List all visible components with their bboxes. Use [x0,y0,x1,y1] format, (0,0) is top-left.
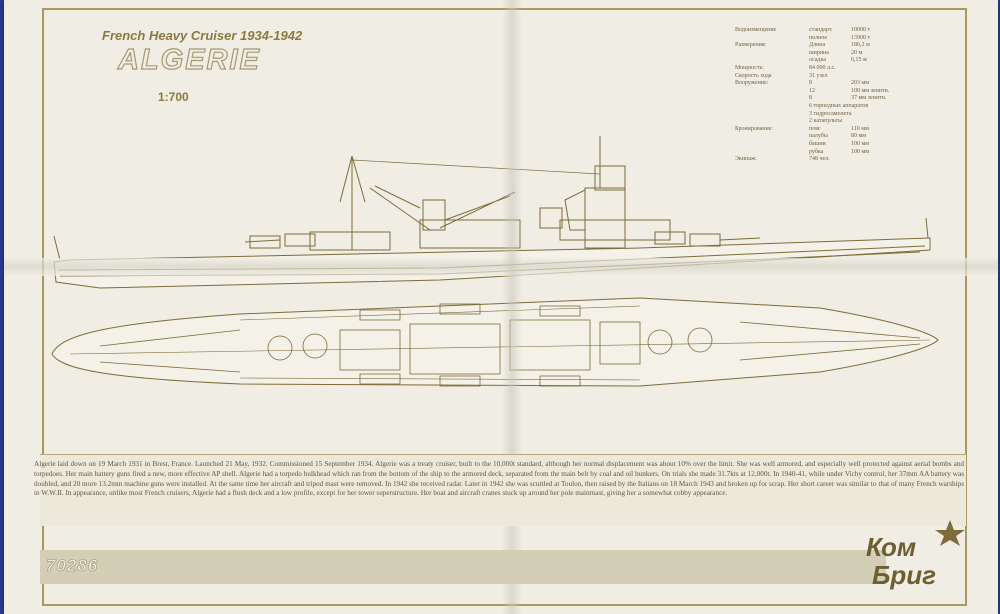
spec-sub: рубка [809,148,824,155]
kit-number: 70286 [46,556,99,576]
spec-value: 80 мм [851,133,867,140]
spec-sub: 2 катапульты [809,118,843,125]
spec-row: башни 100 мм [735,141,935,149]
spec-label: Вооружение: [735,80,769,87]
history-panel [40,454,966,526]
spec-label: Экипаж: [735,156,757,163]
spec-label: Бронирование: [735,125,774,132]
history-text: Algerie laid down on 19 March 1931 in Br… [34,460,964,498]
spec-sub: палубы [809,133,828,140]
ship-name-title: ALGERIE [117,43,261,76]
spec-label: Размерения: [735,42,767,49]
kombrig-logo: Ком Бриг [866,520,965,590]
scale-label: 1:700 [158,90,189,104]
spec-row: 6 торпедных аппаратов [735,103,935,111]
spec-row: полное 13900 т [735,35,935,43]
spec-sub: Длина [809,42,826,49]
spec-row: Размерения: Длина 186,2 м [735,42,935,50]
specifications-table: Водоизмещение стандарт. 10000 т полное 13900… [735,27,935,164]
spec-sub: 748 чел. [809,156,830,163]
spec-row: 2 катапульты [735,118,935,126]
paper-fold-horizontal [4,258,998,276]
spec-row: Водоизмещение стандарт. 10000 т [735,27,935,35]
spec-row: Экипаж: 748 чел. [735,156,935,164]
spec-value: 100 мм [851,148,870,155]
logo-top-text: Ком [866,532,916,562]
spec-sub: 8 [809,95,812,102]
spec-sub: 6 торпедных аппаратов [809,102,869,109]
footer-bar [40,550,886,584]
spec-value: 20 м [851,49,863,56]
spec-sub: полное [809,34,828,41]
spec-value: 203 мм [851,80,870,87]
spec-sub: 31 узел [809,72,828,79]
spec-label: Мощность: [735,64,764,71]
spec-label: Скорость хода [735,72,772,79]
spec-value: 100 мм [851,140,870,147]
spec-row: 3 гидросамолета [735,111,935,119]
spec-value: 110 мм [851,125,869,132]
plan-view [51,297,939,387]
ship-drawing [51,136,939,387]
spec-sub: 12 [809,87,815,94]
spec-sub: ширина [809,49,829,56]
star-icon [935,520,965,546]
spec-value: 186,2 м [851,42,870,49]
spec-label [735,95,809,103]
spec-label [735,88,809,96]
spec-row: ширина 20 м [735,50,935,58]
subtitle: French Heavy Cruiser 1934-1942 [102,28,303,43]
spec-label [735,57,809,65]
spec-sub: 3 гидросамолета [809,110,852,117]
spec-sub: 8 [809,80,812,87]
spec-value: 37 мм зенитн. [851,95,887,102]
spec-value: 100 мм зенитн. [851,87,890,94]
spec-sub: пояс [809,125,821,132]
spec-row: Бронирование: пояс 110 мм [735,126,935,134]
spec-label [735,35,809,43]
spec-row: 8 37 мм зенитн. [735,95,935,103]
logo-bottom-text: Бриг [872,560,936,590]
spec-label: Водоизмещение [735,27,777,33]
spec-row: Вооружение: 8 203 мм [735,80,935,88]
spec-row: осадка 6,15 м [735,57,935,65]
spec-value: 10000 т [851,27,871,33]
spec-row: 12 100 мм зенитн. [735,88,935,96]
spec-row: палубы 80 мм [735,133,935,141]
spec-value: 6,15 м [851,57,867,64]
spec-label [735,50,809,58]
spec-row: Скорость хода 31 узел [735,73,935,81]
spec-sub: стандарт. [809,27,833,33]
spec-row: рубка 100 мм [735,149,935,157]
spec-row: Мощность: 84 000 л.с. [735,65,935,73]
spec-sub: осадка [809,57,827,64]
spec-value: 13900 т [851,34,871,41]
spec-sub: башни [809,140,826,147]
spec-sub: 84 000 л.с. [809,64,836,71]
